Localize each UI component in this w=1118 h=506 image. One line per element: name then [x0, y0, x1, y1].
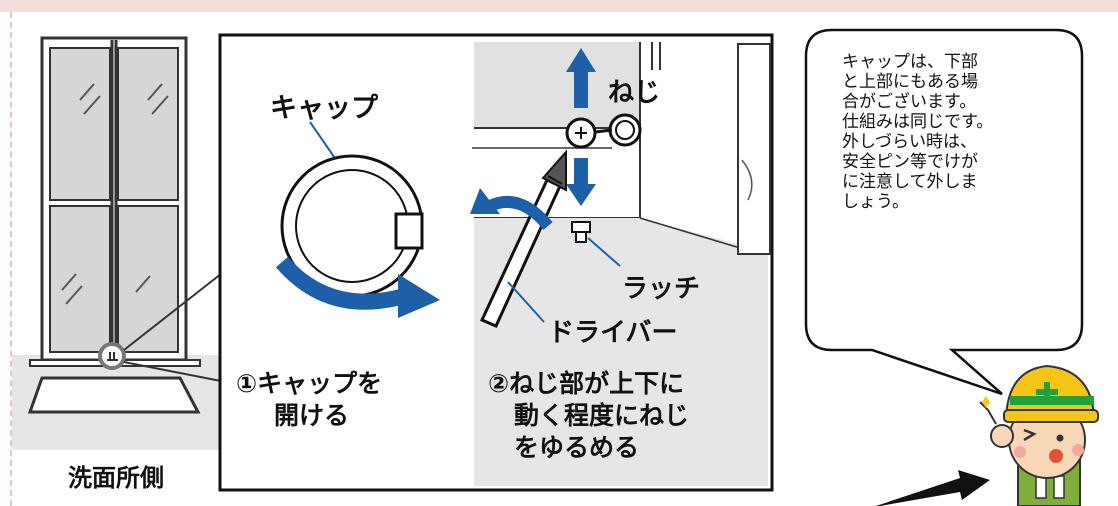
latch-label: ラッチ: [622, 274, 701, 304]
step-1: ①キャップを 開ける: [236, 368, 382, 432]
side-label: 洗面所側: [68, 464, 164, 492]
speech-bubble: [804, 28, 1084, 396]
shower-door-illustration: [12, 36, 227, 450]
pointer-arrow: [876, 470, 990, 506]
driver-label: ドライバー: [548, 318, 678, 348]
screw-label: ねじ: [608, 78, 661, 108]
rotate-arrow-cap: [398, 274, 440, 318]
bubble-text: キャップは、下部 と上部にもある場 合がございます。 仕組みは同じです。 外しづ…: [842, 52, 994, 212]
top-border: [0, 0, 1118, 12]
step-2: ②ねじ部が上下に 動く程度にねじ をゆるめる: [488, 368, 689, 464]
cap-label: キャップ: [270, 93, 378, 124]
up-arrow: [566, 48, 596, 72]
latch-highlight-circle: [98, 342, 126, 370]
step-1-line-2: 開ける: [274, 401, 350, 430]
latch: [571, 221, 591, 233]
step-2-line-1: ②ねじ部が上下に: [488, 369, 685, 398]
floor-panel: [474, 218, 768, 486]
left-dashed-border: [10, 12, 12, 506]
step-2-line-3: をゆるめる: [514, 433, 640, 462]
wall-panel: [474, 42, 640, 128]
rotate-arrow-driver: [470, 188, 500, 214]
screw-latch-illustration: [470, 42, 771, 486]
cap-illustration: [275, 121, 440, 318]
step-1-line-1: ①キャップを: [236, 369, 383, 398]
step-2-line-2: 動く程度にねじ: [514, 401, 690, 430]
down-arrow: [566, 184, 596, 206]
worker-mascot: [979, 364, 1099, 506]
